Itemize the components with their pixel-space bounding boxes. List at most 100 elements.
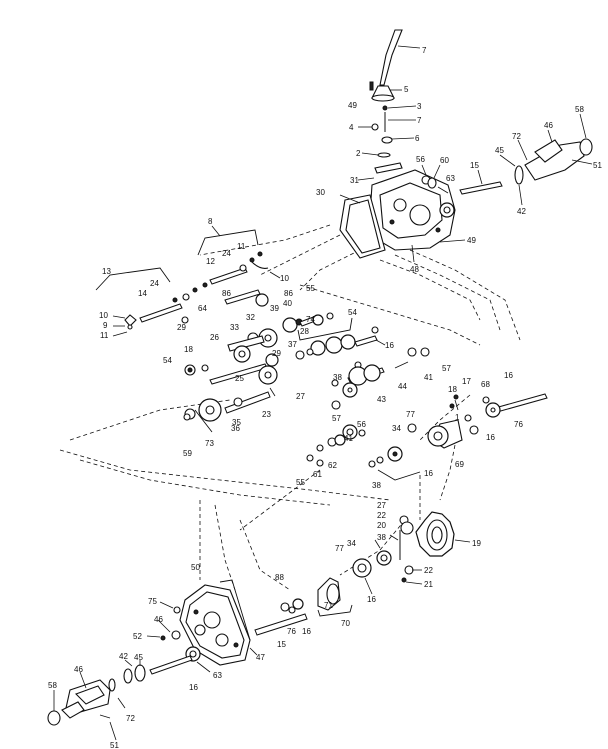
label: 15 xyxy=(277,640,286,649)
label: 41 xyxy=(424,373,433,382)
label: 25 xyxy=(235,374,244,383)
label: 31 xyxy=(350,176,359,185)
label: 32 xyxy=(246,313,255,322)
upper-right-axle xyxy=(421,113,593,218)
label: 19 xyxy=(472,539,481,548)
label: 8 xyxy=(208,217,213,226)
label: 11 xyxy=(237,242,246,251)
label: 88 xyxy=(275,573,284,582)
label: 17 xyxy=(462,377,471,386)
label: 13 xyxy=(102,267,111,276)
label: 58 xyxy=(575,105,584,114)
label: 75 xyxy=(148,597,157,606)
label: 62 xyxy=(328,461,337,470)
label: 69 xyxy=(455,460,464,469)
label: 10 xyxy=(99,311,108,320)
label: 73 xyxy=(205,439,214,448)
label: 57 xyxy=(332,414,341,423)
shift-lever-assembly xyxy=(357,29,421,181)
label: 14 xyxy=(138,289,147,298)
label: 15 xyxy=(470,161,479,170)
label: 42 xyxy=(119,652,128,661)
right-middle-components xyxy=(368,393,548,481)
label: 24 xyxy=(150,279,159,288)
label: 3 xyxy=(417,102,422,111)
label: 77 xyxy=(335,544,344,553)
label: 46 xyxy=(154,615,163,624)
label: 16 xyxy=(302,627,311,636)
label: 46 xyxy=(544,121,553,130)
label: 49 xyxy=(348,101,357,110)
label: 10 xyxy=(280,274,289,283)
label: 76 xyxy=(514,420,523,429)
label: 30 xyxy=(316,188,325,197)
label: 38 xyxy=(333,373,342,382)
label: 16 xyxy=(424,469,433,478)
label: 49 xyxy=(467,236,476,245)
label: 35 xyxy=(232,418,241,427)
label: 70 xyxy=(341,619,350,628)
label: 44 xyxy=(398,382,407,391)
label: 22 xyxy=(424,566,433,575)
label: 16 xyxy=(504,371,513,380)
label: 47 xyxy=(256,653,265,662)
label: 5 xyxy=(404,85,409,94)
label: 42 xyxy=(517,207,526,216)
label: 71 xyxy=(324,601,333,610)
label: 50 xyxy=(191,563,200,572)
label: 26 xyxy=(210,333,219,342)
label: 64 xyxy=(198,304,207,313)
label: 11 xyxy=(100,331,109,340)
label: 16 xyxy=(486,433,495,442)
label: 60 xyxy=(440,156,449,165)
label: 40 xyxy=(283,299,292,308)
label: 56 xyxy=(357,420,366,429)
label: 9 xyxy=(103,321,108,330)
label: 43 xyxy=(377,395,386,404)
label: 55 xyxy=(306,284,315,293)
label: 63 xyxy=(446,174,455,183)
label: 24 xyxy=(222,249,231,258)
label: 28 xyxy=(300,327,309,336)
label: 45 xyxy=(134,653,143,662)
label: 37 xyxy=(288,340,297,349)
lower-left-axle xyxy=(47,671,126,741)
label: 52 xyxy=(133,632,142,641)
label: 34 xyxy=(347,539,356,548)
label: 61 xyxy=(313,470,322,479)
label: 22 xyxy=(377,511,386,520)
differential-assembly xyxy=(352,511,471,595)
part-labels: 7 5 49 3 7 4 6 58 46 72 51 2 56 60 63 15… xyxy=(48,46,602,749)
label: 18 xyxy=(184,345,193,354)
label: 27 xyxy=(296,392,305,401)
label: 29 xyxy=(177,323,186,332)
label: 54 xyxy=(163,356,172,365)
label: 36 xyxy=(231,424,240,433)
label: 55 xyxy=(296,478,305,487)
upper-housing xyxy=(339,169,466,263)
label: 2 xyxy=(356,149,361,158)
label: 34 xyxy=(392,424,401,433)
label: 21 xyxy=(424,580,433,589)
label: 56 xyxy=(416,155,425,164)
lower-center-components xyxy=(306,400,366,467)
label: 20 xyxy=(377,521,386,530)
label: 77 xyxy=(406,410,415,419)
label: 45 xyxy=(495,146,504,155)
label: 38 xyxy=(372,481,381,490)
label: 48 xyxy=(410,265,419,274)
label: 16 xyxy=(385,341,394,350)
label: 63 xyxy=(213,671,222,680)
label: 18 xyxy=(448,385,457,394)
label: 16 xyxy=(367,595,376,604)
label: 27 xyxy=(377,501,386,510)
label: 86 xyxy=(284,289,293,298)
lower-housing xyxy=(146,579,258,673)
label: 39 xyxy=(270,304,279,313)
label: 4 xyxy=(349,123,354,132)
label: 74 xyxy=(306,315,315,324)
label: 7 xyxy=(422,46,427,55)
label: 16 xyxy=(189,683,198,692)
label: 33 xyxy=(230,323,239,332)
